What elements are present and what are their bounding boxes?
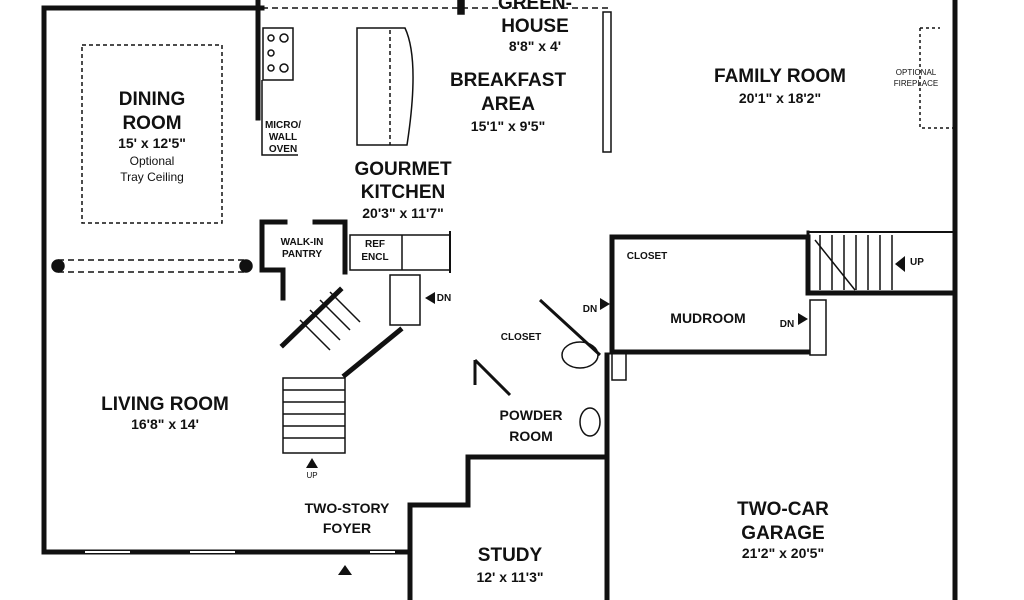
fireplace-note-2: FIREPLACE: [893, 79, 939, 88]
back-stair-up-label: UP: [910, 257, 924, 268]
greenhouse-size: 8'8" x 4': [508, 38, 562, 54]
mudroom-label: MUDROOM: [670, 310, 746, 326]
living-room-label: LIVING ROOM: [101, 394, 229, 415]
breakfast-area-label-2: AREA: [481, 94, 535, 115]
kitchen-label: GOURMET: [354, 159, 452, 180]
ref-label: REF: [365, 239, 385, 250]
kitchen-size: 20'3" x 11'7": [362, 205, 444, 221]
fireplace-note: OPTIONAL: [895, 68, 937, 77]
dining-note: Optional: [129, 154, 175, 168]
foyer-label: TWO-STORY: [304, 500, 390, 516]
family-room-size: 20'1" x 18'2": [738, 90, 822, 106]
family-room-label: FAMILY ROOM: [714, 66, 846, 87]
stair-arrows: [306, 256, 905, 575]
garage-dn-label: DN: [779, 319, 795, 330]
garage-label: TWO-CAR: [737, 499, 829, 520]
mud-closet-label: CLOSET: [626, 251, 668, 262]
dining-room-label-2: ROOM: [122, 113, 182, 134]
foyer-label-2: FOYER: [322, 520, 372, 536]
stair-dn-label: DN: [436, 293, 452, 304]
up-arrow-icon: [895, 256, 905, 272]
powder-room-label: POWDER: [499, 407, 563, 423]
oven-label: MICRO/: [264, 120, 302, 131]
dining-note-2: Tray Ceiling: [120, 170, 184, 184]
oven-label-3: OVEN: [268, 144, 298, 155]
dining-room-label: DINING: [118, 89, 186, 110]
breakfast-area-size: 15'1" x 9'5": [470, 118, 546, 134]
ref-label-2: ENCL: [361, 252, 389, 263]
study-label: STUDY: [477, 545, 543, 566]
dn-arrow-icon: [425, 292, 435, 304]
garage-label-2: GARAGE: [741, 523, 825, 544]
study-size: 12' x 11'3": [476, 569, 544, 585]
breakfast-area-label: BREAKFAST: [449, 70, 567, 91]
mudroom-dn-label: DN: [582, 304, 598, 315]
main-stair-up-label: UP: [306, 471, 318, 480]
pantry-label-2: PANTRY: [282, 249, 322, 260]
living-room-size: 16'8" x 14': [131, 416, 199, 432]
powder-room-label-2: ROOM: [509, 428, 553, 444]
oven-label-2: WALL: [268, 132, 298, 143]
garage-size: 21'2" x 20'5": [741, 545, 825, 561]
greenhouse-label-2: HOUSE: [501, 16, 569, 37]
pantry-label: WALK-IN: [280, 237, 324, 248]
kitchen-label-2: KITCHEN: [360, 182, 446, 203]
entry-arrow-icon: [338, 565, 352, 575]
greenhouse-label: GREEN-: [498, 0, 572, 14]
dining-room-size: 15' x 12'5": [118, 135, 186, 151]
powder-closet-label: CLOSET: [500, 332, 542, 343]
